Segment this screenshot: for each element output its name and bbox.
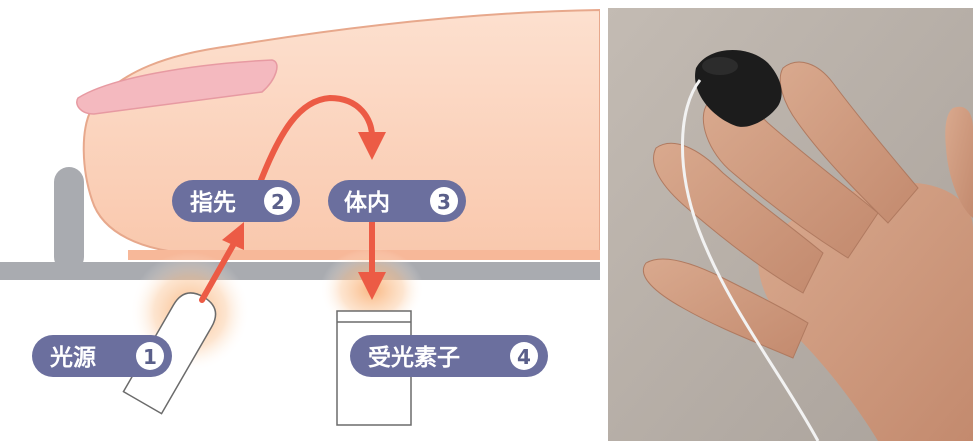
arrow-heads	[222, 132, 386, 300]
photo-canvas	[608, 8, 973, 441]
fingertip-label: 指先 2	[172, 180, 300, 222]
light-source-label-text: 光源	[49, 345, 96, 371]
fingertip-label-text: 指先	[190, 190, 236, 216]
inside-body-label-text: 体内	[344, 190, 390, 216]
thumb	[945, 106, 973, 218]
light-path-arrows	[199, 94, 375, 303]
photodetector-label-text: 受光素子	[368, 344, 460, 371]
diagram-canvas: 指先 2 体内 3 光源 1 受光素子 4	[0, 8, 600, 426]
little-finger	[643, 258, 809, 359]
photodetector-label: 受光素子 4	[350, 335, 548, 377]
ring-finger	[653, 142, 824, 294]
photodetector-label-number: 4	[517, 345, 531, 369]
base-plate	[0, 262, 600, 280]
middle-finger	[779, 61, 919, 224]
hand-sensor-photo	[608, 8, 973, 441]
principle-diagram: 指先 2 体内 3 光源 1 受光素子 4	[0, 8, 600, 426]
inside-body-label-number: 3	[437, 190, 451, 214]
light-source-label: 光源 1	[32, 335, 172, 377]
clip-post	[54, 167, 84, 272]
inside-body-label: 体内 3	[328, 180, 466, 222]
light-source-label-number: 1	[143, 345, 157, 369]
fingernail	[76, 59, 278, 115]
fingertip-label-number: 2	[271, 190, 285, 214]
sensor-cable	[680, 79, 820, 441]
